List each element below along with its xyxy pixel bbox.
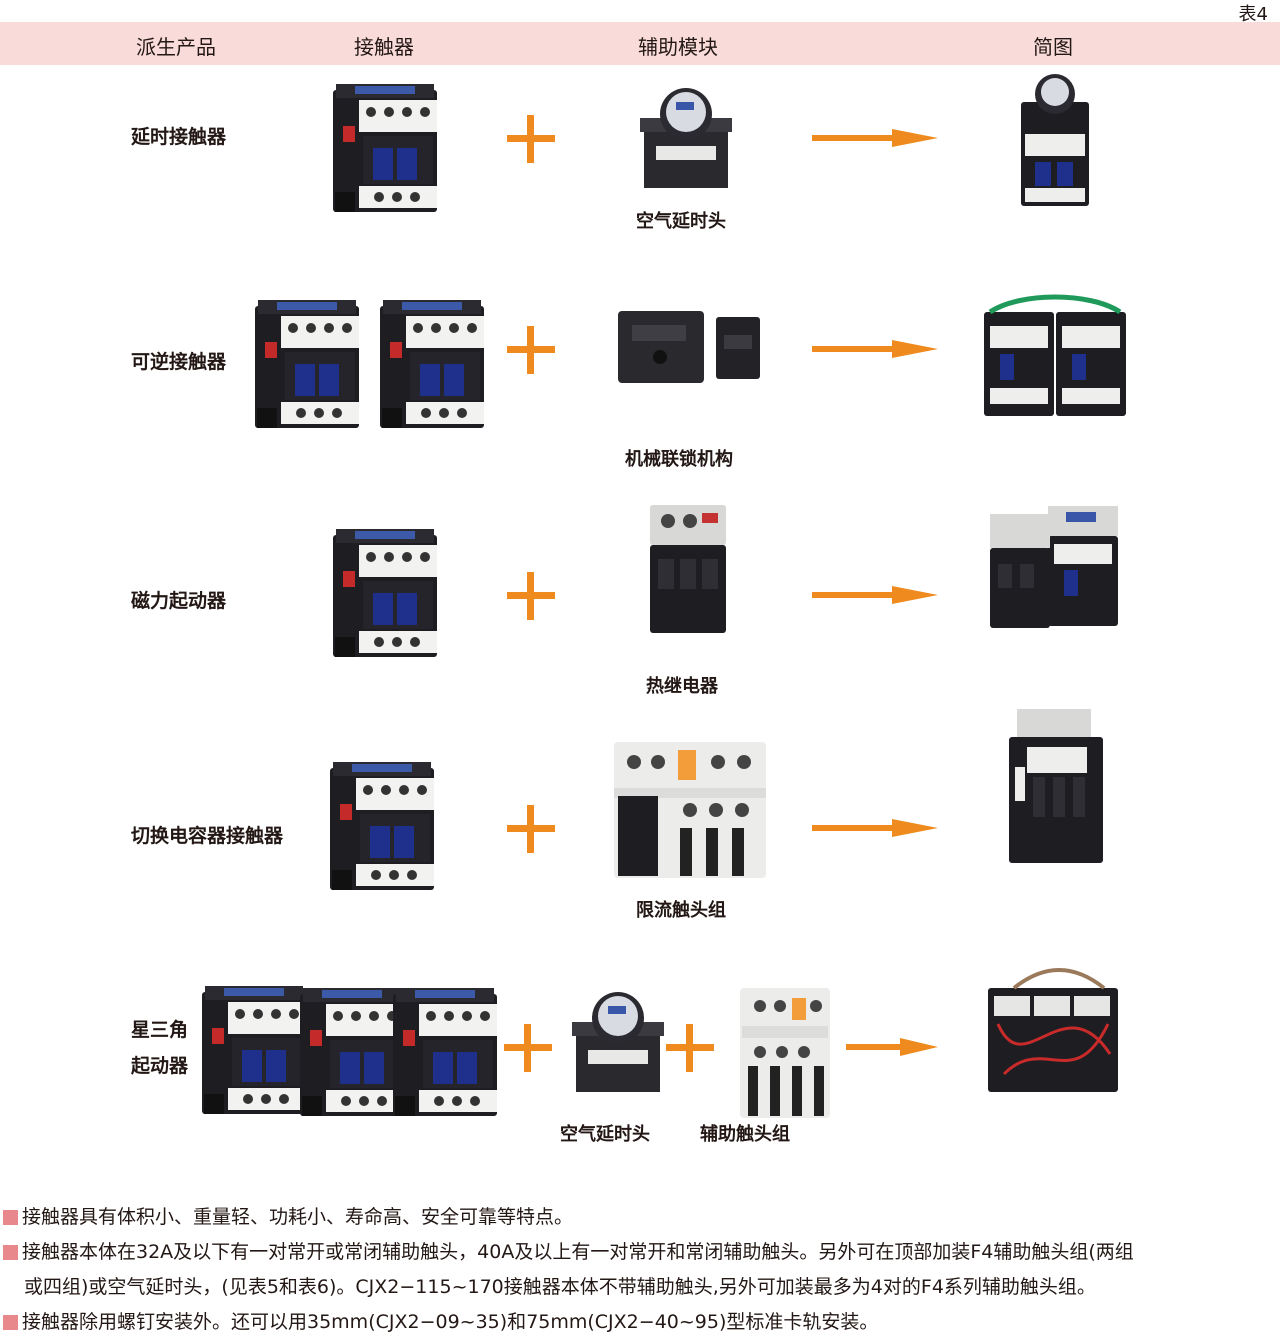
contactor-image [333, 84, 437, 212]
note-text: 或四组)或空气延时头，(见表5和表6)。CJX2−115~170接触器本体不带辅… [24, 1276, 1096, 1298]
contactor-image [255, 300, 359, 428]
row-label-star-delta-line2: 起动器 [131, 1055, 189, 1077]
caption-air-timer-head: 空气延时头 [636, 211, 726, 232]
plus-icon [666, 1024, 714, 1072]
caption-aux-contact-block: 辅助触头组 [700, 1124, 790, 1145]
contactor-image [393, 988, 497, 1116]
bullet-square-icon [3, 1210, 18, 1225]
note-item: 接触器除用螺钉安装外。还可以用35mm(CJX2−09~35)和75mm(CJX… [0, 1305, 1280, 1340]
header-derived-products: 派生产品 [136, 35, 216, 59]
caption-current-limiting-contacts: 限流触头组 [636, 900, 726, 921]
contactor-image [380, 300, 484, 428]
caption-thermal-relay: 热继电器 [646, 676, 718, 697]
arrow-right-icon [812, 819, 938, 837]
row-label-capacitor-contactor: 切换电容器接触器 [131, 825, 284, 847]
plus-icon [507, 326, 555, 374]
air-timer-head-image [640, 88, 732, 188]
caption-mechanical-interlock: 机械联锁机构 [625, 449, 733, 470]
arrow-right-icon [812, 129, 938, 147]
arrow-right-icon [812, 586, 938, 604]
reversing-contactor-diagram [984, 294, 1126, 416]
note-text: 接触器除用螺钉安装外。还可以用35mm(CJX2−09~35)和75mm(CJX… [22, 1311, 879, 1333]
contactor-image [202, 986, 306, 1114]
header-contactor: 接触器 [354, 35, 414, 59]
aux-contact-block-image [740, 988, 830, 1118]
mechanical-interlock-image [618, 311, 760, 383]
air-timer-head-image [572, 992, 664, 1092]
plus-icon [504, 1024, 552, 1072]
row-label-reversing-contactor: 可逆接触器 [131, 351, 227, 373]
contactor-image [330, 762, 434, 890]
row-label-magnetic-starter: 磁力起动器 [131, 590, 227, 612]
table-header: 派生产品 接触器 辅助模块 简图 [0, 22, 1280, 65]
star-delta-starter-diagram [988, 968, 1118, 1092]
plus-icon [507, 572, 555, 620]
header-diagram: 简图 [1033, 35, 1073, 59]
header-aux-module: 辅助模块 [638, 35, 718, 59]
caption-air-timer-head: 空气延时头 [560, 1124, 650, 1145]
contactor-image [333, 529, 437, 657]
thermal-relay-image [650, 505, 726, 633]
row-label-time-delay-contactor: 延时接触器 [131, 126, 227, 148]
notes: 接触器具有体积小、重量轻、功耗小、寿命高、安全可靠等特点。 接触器本体在32A及… [0, 1200, 1280, 1340]
plus-icon [507, 805, 555, 853]
plus-icon [507, 115, 555, 163]
note-item-continued: 或四组)或空气延时头，(见表5和表6)。CJX2−115~170接触器本体不带辅… [0, 1270, 1280, 1305]
note-text: 接触器具有体积小、重量轻、功耗小、寿命高、安全可靠等特点。 [22, 1206, 574, 1228]
bullet-square-icon [3, 1315, 18, 1330]
row-label-star-delta-line1: 星三角 [131, 1019, 189, 1041]
table-number: 表4 [1238, 4, 1268, 25]
time-delay-contactor-diagram [1021, 74, 1089, 206]
magnetic-starter-diagram [990, 506, 1118, 628]
note-item: 接触器本体在32A及以下有一对常开或常闭辅助触头，40A及以上有一对常开和常闭辅… [0, 1235, 1280, 1270]
current-limiting-contact-block-image [614, 742, 766, 878]
capacitor-contactor-diagram [1009, 709, 1103, 863]
arrow-right-icon [812, 340, 938, 358]
bullet-square-icon [3, 1245, 18, 1260]
arrow-right-icon [846, 1038, 938, 1056]
note-text: 接触器本体在32A及以下有一对常开或常闭辅助触头，40A及以上有一对常开和常闭辅… [22, 1241, 1134, 1263]
note-item: 接触器具有体积小、重量轻、功耗小、寿命高、安全可靠等特点。 [0, 1200, 1280, 1235]
